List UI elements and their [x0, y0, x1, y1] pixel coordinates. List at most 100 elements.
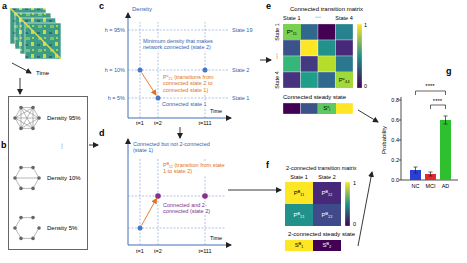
state-dot — [203, 68, 208, 73]
panel-arrow — [260, 60, 271, 61]
graph-vertex — [19, 216, 23, 220]
connected-matrix — [301, 40, 319, 56]
label: Connected transition matrix — [290, 6, 363, 13]
node-text: Density 95% — [47, 115, 81, 122]
label: 0.6 — [391, 117, 399, 123]
bar-chart — [431, 105, 446, 109]
label: t=2 — [154, 248, 162, 254]
biconnected-matrix — [313, 204, 341, 226]
biconnected-matrix — [313, 182, 341, 204]
label: c — [99, 1, 104, 11]
connected-matrix — [301, 103, 319, 114]
label: State 2 — [318, 174, 335, 180]
biconnected-matrix — [285, 182, 350, 251]
connected-matrix — [336, 72, 354, 88]
label: t=1 — [136, 120, 144, 126]
network-graph — [15, 108, 39, 129]
network-graph — [15, 168, 39, 189]
network-graph — [15, 108, 39, 239]
label: t=2 — [154, 120, 162, 126]
label: Probability — [381, 126, 388, 154]
label: a — [2, 1, 7, 11]
label: Connected and 2-connected (state 2) — [162, 202, 222, 215]
biconnected-matrix — [285, 182, 313, 204]
label: State 1 — [232, 95, 249, 101]
bar-chart — [399, 180, 401, 181]
connected-matrix — [336, 24, 354, 40]
connected-matrix — [301, 24, 319, 40]
label: State 1 — [283, 15, 300, 21]
bar-chart — [444, 116, 448, 124]
panel-arrow — [228, 190, 281, 191]
label: t=111 — [198, 248, 211, 254]
label: b — [1, 140, 7, 150]
dashed-guide — [158, 22, 159, 118]
label: AD — [442, 183, 450, 189]
bar-chart — [399, 97, 458, 180]
label: t=1 — [136, 248, 144, 254]
label: 1 — [353, 180, 356, 186]
dashed-guide — [140, 158, 141, 245]
connected-matrix — [283, 24, 301, 40]
bar-chart — [399, 91, 458, 180]
label: State 4 — [274, 71, 280, 88]
node-text: ⋮ — [59, 143, 65, 150]
connected-matrix — [283, 72, 301, 88]
matrix-cell: Pᶜ₁₁ — [283, 24, 301, 40]
label: d — [99, 128, 105, 138]
label: t=111 — [198, 120, 211, 126]
label: Time — [210, 235, 222, 241]
matrix-cell: Sᶜⱼ — [318, 103, 336, 114]
transition-arrow — [142, 199, 157, 226]
panel-arrow — [20, 78, 21, 94]
bar-chart — [401, 97, 402, 180]
label: Density — [132, 6, 152, 13]
biconnected-matrix — [313, 240, 341, 251]
label: h = 95% — [105, 27, 125, 33]
label: State 1 — [274, 23, 280, 40]
graph-vertex — [13, 226, 17, 230]
plot-axis — [128, 245, 231, 246]
panel-arrow — [180, 127, 181, 138]
dashed-guide — [128, 30, 228, 31]
transition-arrow — [142, 73, 157, 96]
matrix-cell: Pᴮ₁₂ — [313, 182, 341, 204]
network-graph — [15, 218, 39, 239]
node-text: Pᴮ₁₁ — [294, 190, 305, 197]
label: 0.2 — [391, 157, 399, 163]
label: MCI — [425, 183, 435, 189]
panel-arrow — [12, 63, 31, 73]
plot-axis — [128, 139, 129, 245]
label: Time — [36, 70, 49, 77]
bar-chart — [399, 100, 401, 101]
matrix-stack — [25, 23, 61, 59]
bar-chart — [399, 120, 401, 121]
label: 2-connected transition matrix — [286, 165, 357, 171]
label: Connected but not 2-connected (state 1) — [132, 141, 226, 154]
connected-matrix — [318, 72, 336, 88]
bar-chart — [399, 140, 401, 141]
node-text: Pᴮ₂₂ — [321, 212, 332, 219]
connected-matrix — [301, 72, 319, 88]
dashed-guide — [128, 70, 228, 71]
node-text: Sᴮ₁ — [295, 242, 304, 249]
label: Pᴮ₁₂ (transition from state 1 to state 2… — [162, 162, 228, 175]
state-dot — [155, 193, 161, 199]
graph-vertex — [31, 106, 35, 110]
bar-chart — [414, 91, 448, 176]
graph-vertex — [19, 187, 23, 191]
label: **** — [425, 83, 434, 90]
graph-vertex — [13, 116, 17, 120]
label: h = 5% — [108, 95, 125, 101]
label: e — [266, 1, 271, 11]
label: 0.8 — [391, 97, 399, 103]
label: State 4 — [335, 15, 352, 21]
matrix-cell: Pᴮ₂₂ — [313, 204, 341, 226]
biconnected-matrix — [285, 204, 313, 226]
panel-arrow — [358, 172, 372, 246]
graph-vertex — [37, 226, 41, 230]
graph-vertex — [13, 106, 41, 240]
bar-chart — [414, 167, 418, 173]
plot-axis — [128, 118, 231, 119]
